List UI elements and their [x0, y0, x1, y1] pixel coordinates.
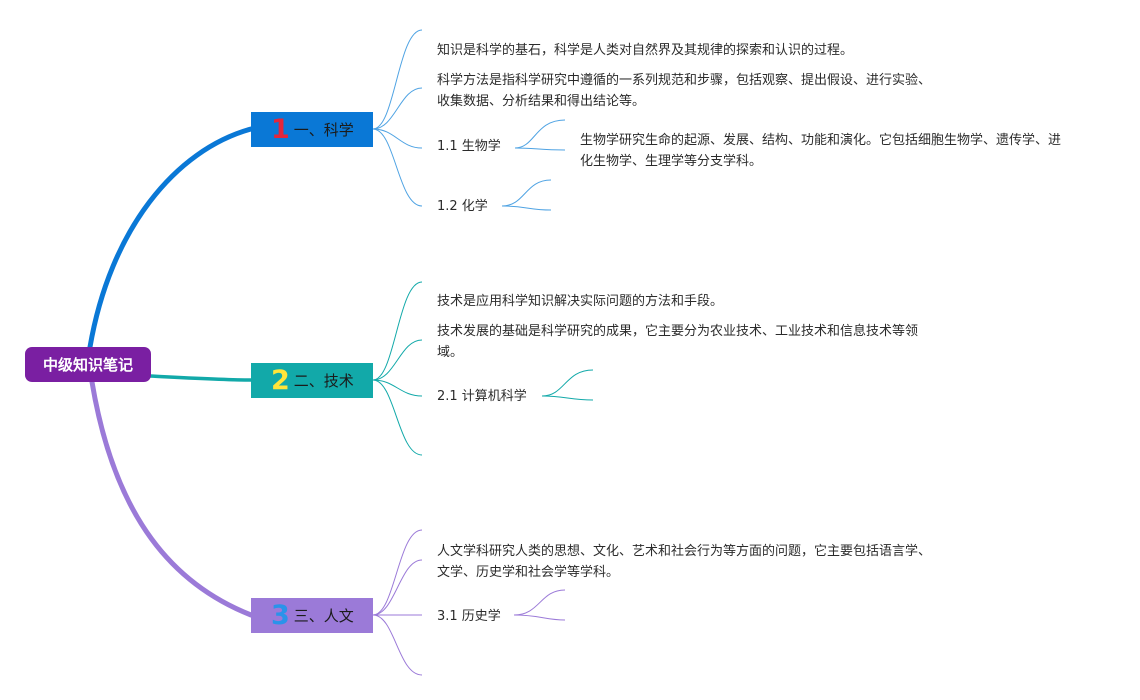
connector-root-branch1	[87, 126, 254, 350]
branch-label-humanities: 三、人文	[293, 607, 354, 625]
connector-history-fan	[513, 589, 566, 621]
branch-number-2: 2	[271, 365, 290, 396]
branch-label-technology: 二、技术	[293, 372, 354, 390]
connector-cs-fan	[541, 369, 594, 401]
subtopic-biology[interactable]: 1.1 生物学	[437, 139, 501, 154]
root-label: 中级知识笔记	[42, 356, 133, 374]
branch-node-technology[interactable]: 2 二、技术	[251, 363, 373, 398]
connector-branch3-fan	[372, 529, 423, 676]
branch-label-science: 一、科学	[293, 121, 354, 139]
subtopic-history[interactable]: 3.1 历史学	[437, 609, 501, 624]
connector-branch2-fan	[372, 281, 423, 456]
subtopic-computer-science[interactable]: 2.1 计算机科学	[437, 389, 527, 404]
connector-biology-fan	[514, 119, 566, 151]
note-technology-1: 技术是应用科学知识解决实际问题的方法和手段。	[437, 294, 724, 309]
connector-root-branch3	[89, 379, 254, 618]
root-node[interactable]: 中级知识笔记	[25, 347, 151, 382]
subtopic-chemistry[interactable]: 1.2 化学	[437, 199, 488, 214]
connector-chemistry-fan	[501, 179, 552, 211]
note-technology-2: 技术发展的基础是科学研究的成果，它主要分为农业技术、工业技术和信息技术等领域。	[437, 324, 919, 360]
branch-node-science[interactable]: 1 一、科学	[251, 112, 373, 147]
note-biology: 生物学研究生命的起源、发展、结构、功能和演化。它包括细胞生物学、遗传学、进化生物…	[580, 133, 1062, 169]
connector-root-branch2	[148, 374, 253, 382]
note-science-2: 科学方法是指科学研究中遵循的一系列规范和步骤，包括观察、提出假设、进行实验、收集…	[437, 73, 932, 109]
branch-node-humanities[interactable]: 3 三、人文	[251, 598, 373, 633]
connector-branch1-fan	[372, 29, 423, 207]
note-humanities-1: 人文学科研究人类的思想、文化、艺术和社会行为等方面的问题，它主要包括语言学、文学…	[437, 544, 932, 580]
branch-number-1: 1	[271, 114, 290, 145]
branch-number-3: 3	[271, 600, 290, 631]
note-science-1: 知识是科学的基石，科学是人类对自然界及其规律的探索和认识的过程。	[437, 43, 854, 58]
